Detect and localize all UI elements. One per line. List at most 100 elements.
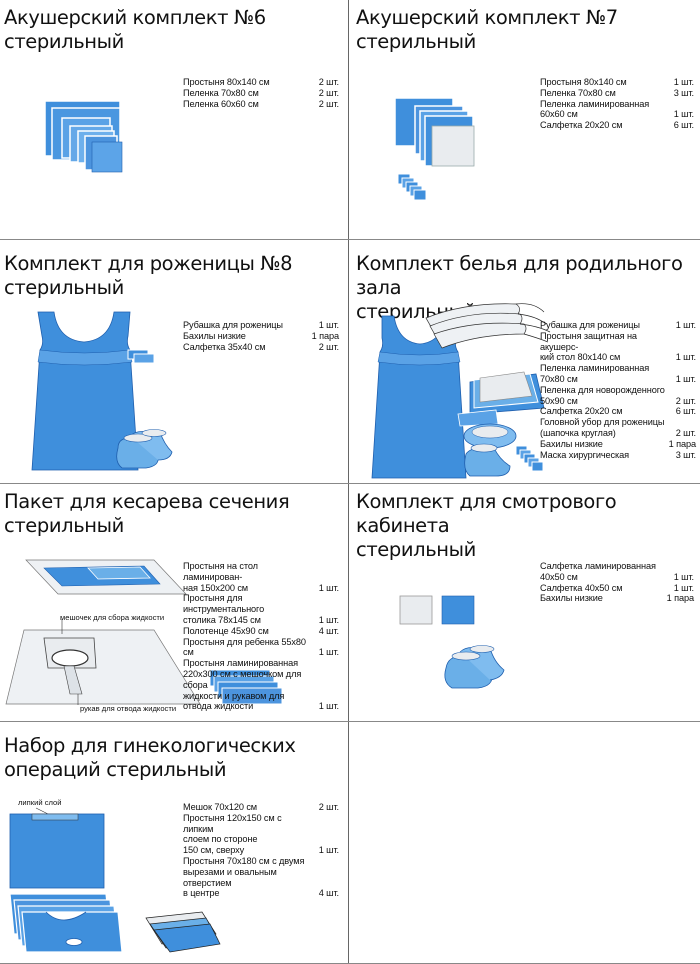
- item-name: Салфетка 35x40 см: [183, 341, 266, 352]
- item-qty: 1 шт.: [673, 582, 694, 593]
- item-qty: 1 шт.: [675, 352, 696, 363]
- gynecology-title-line2: операций стерильный: [4, 758, 227, 781]
- caesarean-title-line1: Пакет для кесарева сечения: [4, 490, 290, 513]
- item-name: Бахилы низкие: [540, 593, 603, 604]
- item-name: Маска хирургическая: [540, 449, 630, 460]
- caesarean-title-line2: стерильный: [4, 514, 124, 537]
- item-qty: 1 шт.: [318, 647, 339, 658]
- delivery-room-panel: Комплект белья для родильного зала стери…: [352, 240, 700, 483]
- caesarean-illustration: [5, 559, 283, 705]
- item-name: Бахилы низкие: [540, 438, 603, 449]
- item-qty: 1 шт.: [673, 109, 694, 120]
- caesarean-items: Простыня на стол ламинирован- ная 150x20…: [183, 561, 339, 712]
- item-name: Пеленка 60x60 см: [183, 98, 259, 109]
- item-row: Салфетка 20x20 см 6 шт.: [540, 406, 696, 417]
- item-qty: 1 пара: [311, 330, 339, 341]
- item-name: Бахилы низкие: [183, 330, 246, 341]
- kit-7-title: Акушерский комплект №7 стерильный: [356, 6, 618, 54]
- item-row: Простыня 70x180 см с двумя вырезами и ов…: [183, 856, 339, 899]
- item-name: Салфетка 40x50 см: [540, 582, 623, 593]
- item-row: Простыня ламинированная 220x300 см с меш…: [183, 658, 339, 712]
- item-name: Простыня на стол ламинирован- ная 150x20…: [183, 561, 258, 593]
- item-name: Простыня 120x150 см с липким слоем по ст…: [183, 812, 282, 856]
- gynecology-title: Набор для гинекологических операций стер…: [4, 734, 296, 782]
- item-name: Простыня 80x140 см: [183, 77, 270, 87]
- item-row: Простыня 120x150 см с липким слоем по ст…: [183, 813, 339, 856]
- kit-6-items: Простыня 80x140 см 2 шт. Пеленка 70x80 см…: [183, 77, 339, 109]
- empty-panel: [352, 722, 700, 963]
- item-name: Салфетка 20x20 см: [540, 120, 623, 131]
- item-qty: 2 шт.: [318, 87, 339, 98]
- item-name: Пеленка ламинированная 70x80 см: [540, 363, 650, 384]
- item-row: Пеленка 70x80 см 2 шт.: [183, 88, 339, 99]
- item-row: Бахилы низкие 1 пара: [540, 593, 694, 604]
- item-name: Мешок 70x120 см: [183, 802, 258, 812]
- kit-8-title-line2: стерильный: [4, 276, 124, 299]
- item-qty: 1 шт.: [675, 320, 696, 330]
- item-name: Простыня ламинированная 220x300 см с меш…: [183, 658, 302, 712]
- kit-7-title-line1: Акушерский комплект №7: [356, 6, 618, 29]
- item-qty: 1 шт.: [673, 77, 694, 87]
- item-row: Салфетка 40x50 см 1 шт.: [540, 583, 694, 594]
- column-divider: [348, 0, 349, 964]
- item-name: Рубашка для роженицы: [540, 320, 640, 330]
- row-divider-2: [0, 483, 700, 484]
- kit-6-title-line1: Акушерский комплект №6: [4, 6, 266, 29]
- item-qty: 1 шт.: [673, 571, 694, 582]
- item-name: Пеленка 70x80 см: [183, 87, 259, 98]
- item-row: Простыня для ребенка 55x80 см 1 шт.: [183, 637, 339, 659]
- item-name: Рубашка для роженицы: [183, 320, 283, 330]
- item-name: Головной убор для роженицы (шапочка круг…: [540, 417, 665, 438]
- item-qty: 2 шт.: [675, 427, 696, 438]
- row-divider-3: [0, 721, 700, 722]
- item-qty: 2 шт.: [318, 98, 339, 109]
- item-qty: 6 шт.: [675, 406, 696, 417]
- kit-6-illustration: [44, 100, 123, 173]
- item-row: Простыня защитная на акушерс- кий стол 8…: [540, 331, 696, 363]
- item-qty: 1 пара: [666, 593, 694, 604]
- caesarean-panel: Пакет для кесарева сечения стерильный ме…: [0, 484, 348, 721]
- kit-8-title-line1: Комплект для роженицы №8: [4, 252, 293, 275]
- item-qty: 3 шт.: [675, 449, 696, 460]
- item-row: Простыня 80x140 см 2 шт.: [183, 77, 339, 88]
- item-row: Рубашка для роженицы 1 шт.: [183, 320, 339, 331]
- item-name: Простыня 70x180 см с двумя вырезами и ов…: [183, 855, 305, 899]
- item-row: Рубашка для роженицы 1 шт.: [540, 320, 696, 331]
- gynecology-items: Мешок 70x120 см 2 шт. Простыня 120x150 см…: [183, 802, 339, 899]
- delivery-room-items: Рубашка для роженицы 1 шт. Простыня защит…: [540, 320, 696, 460]
- item-name: Простыня для ребенка 55x80 см: [183, 636, 306, 658]
- item-qty: 3 шт.: [673, 87, 694, 98]
- item-row: Бахилы низкие 1 пара: [183, 331, 339, 342]
- item-name: Простыня для инструментального столика 7…: [183, 593, 265, 625]
- item-qty: 4 шт.: [318, 888, 339, 899]
- adhesive-label: липкий слой: [18, 798, 62, 807]
- item-qty: 1 шт.: [318, 845, 339, 856]
- item-name: Салфетка 20x20 см: [540, 406, 623, 417]
- kit-8-illustration: [31, 311, 173, 471]
- item-qty: 1 шт.: [318, 582, 339, 593]
- item-name: Простыня защитная на акушерс- кий стол 8…: [540, 330, 637, 363]
- gynecology-panel: Набор для гинекологических операций стер…: [0, 722, 348, 963]
- item-name: Пеленка 70x80 см: [540, 87, 616, 98]
- item-name: Пеленка для новорожденного 50x90 см: [540, 384, 665, 406]
- item-qty: 2 шт.: [318, 802, 339, 812]
- item-qty: 1 шт.: [318, 320, 339, 330]
- kit-6-panel: Акушерский комплект №6 стерильный Просты…: [0, 0, 348, 239]
- item-qty: 2 шт.: [318, 77, 339, 87]
- pouch-label: мешочек для сбора жидкости: [60, 613, 165, 622]
- gynecology-illustration: [9, 807, 221, 953]
- row-divider-1: [0, 239, 700, 240]
- sleeve-label: рукав для отвода жидкости: [80, 704, 177, 713]
- item-row: Простыня для инструментального столика 7…: [183, 593, 339, 625]
- caesarean-title: Пакет для кесарева сечения стерильный: [4, 490, 290, 538]
- item-qty: 1 шт.: [318, 701, 339, 712]
- item-name: Пеленка ламинированная 60x60 см: [540, 98, 650, 120]
- kit-8-panel: Комплект для роженицы №8 стерильный Руба…: [0, 240, 348, 483]
- exam-room-panel: Комплект для смотрового кабинета стериль…: [352, 484, 700, 721]
- exam-room-title-line2: стерильный: [356, 538, 476, 561]
- exam-room-title: Комплект для смотрового кабинета стериль…: [356, 490, 700, 562]
